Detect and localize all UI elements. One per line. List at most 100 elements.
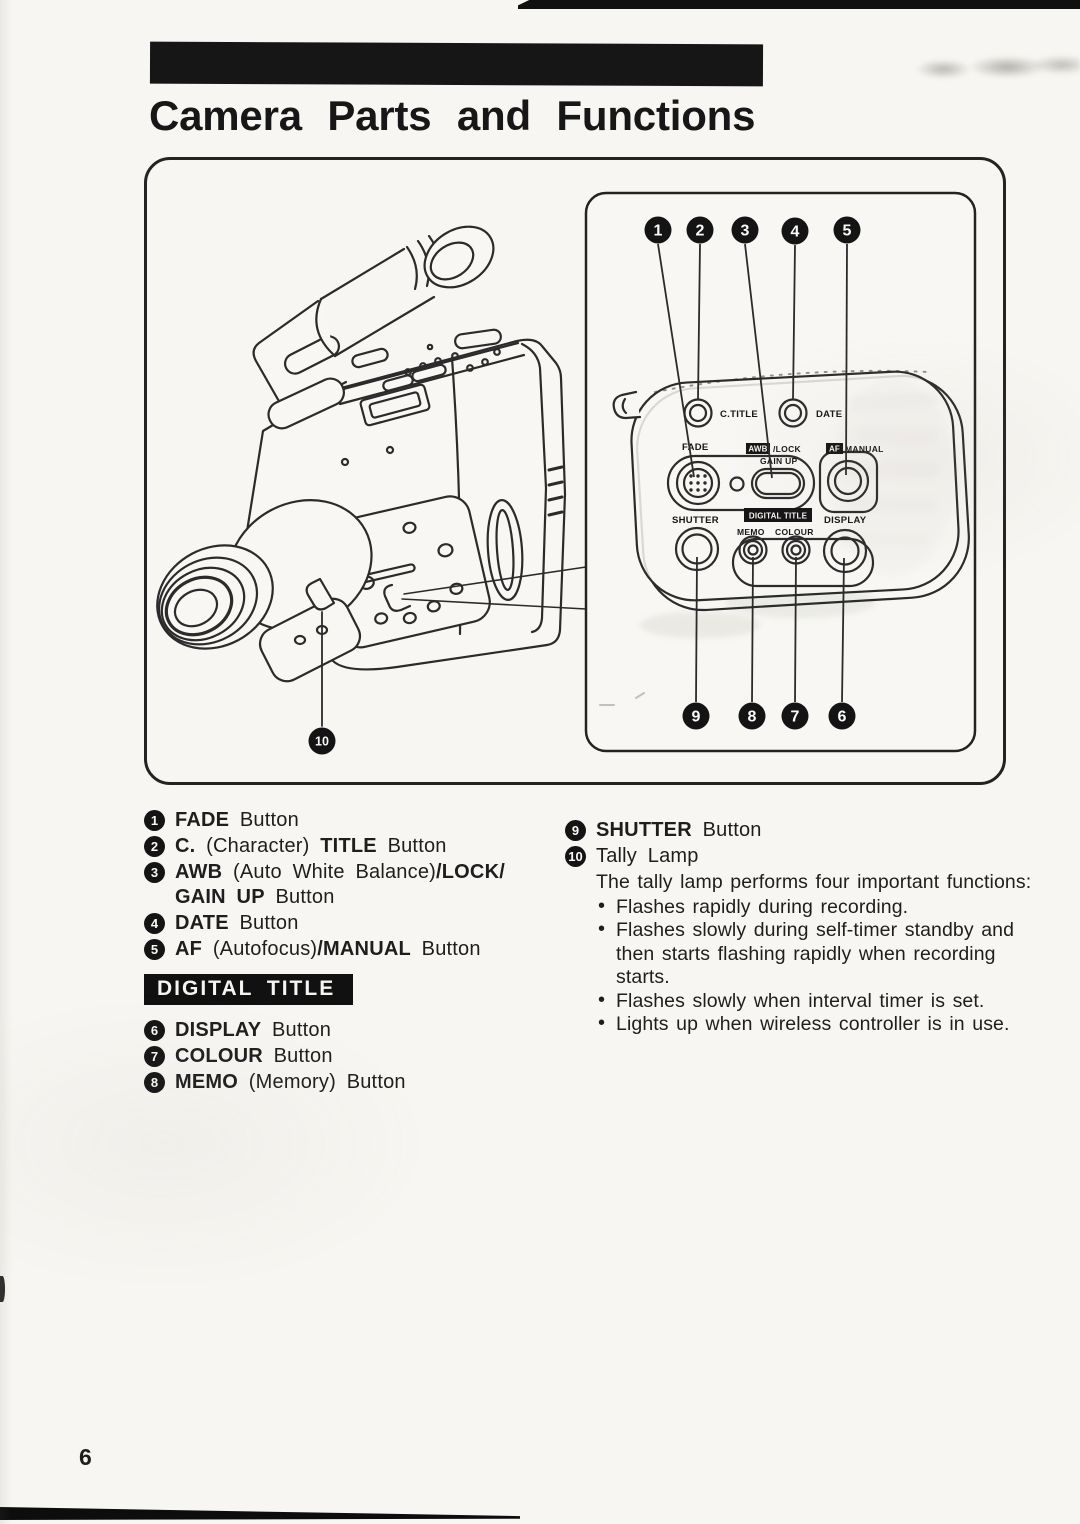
tally-bullet: Lights up when wireless controller is in…: [596, 1012, 1020, 1037]
camera-top-buttons: [351, 328, 502, 427]
legend-term: C.: [175, 835, 196, 857]
legend-term: /MANUAL: [317, 938, 411, 960]
figure-callout-10: 10: [308, 727, 336, 755]
callout-marker-1: 1: [144, 810, 165, 831]
legend-item-text: C. (Character) TITLE Button: [175, 834, 533, 859]
svg-text:7: 7: [791, 709, 800, 726]
legend-term: /LOCK/ GAIN UP: [175, 861, 505, 908]
page-title: Camera Parts and Functions: [149, 92, 756, 139]
svg-text:8: 8: [748, 709, 757, 726]
callout-marker-8: 8: [144, 1072, 165, 1093]
callout-lines: [657, 243, 848, 703]
tally-bullet: Flashes slowly during self-timer standby…: [596, 918, 1020, 990]
digital-title-section-badge: DIGITAL TITLE: [144, 974, 354, 1005]
legend-term: AF: [175, 938, 203, 960]
figure-callout-4: 4: [781, 217, 809, 245]
legend-term: DATE: [175, 912, 229, 934]
label-date: DATE: [816, 409, 842, 420]
tally-lamp-description: The tally lamp performs four important f…: [596, 871, 1032, 1037]
legend-item-text: SHUTTER Button: [596, 818, 1006, 843]
legend-term: MEMO: [175, 1071, 239, 1093]
legend-item-3: 3 AWB (Auto White Balance)/LOCK/ GAIN UP …: [144, 860, 544, 910]
legend-item-text: MEMO (Memory) Button: [175, 1070, 533, 1095]
callout-marker-2: 2: [144, 836, 165, 857]
viewfinder: [252, 225, 495, 430]
legend-term: COLOUR: [175, 1045, 263, 1067]
scan-edge-top: [518, 0, 1080, 9]
svg-text:9: 9: [692, 709, 701, 726]
legend-item-text: DISPLAY Button: [175, 1018, 533, 1043]
panel-button-af-manual: [818, 450, 879, 514]
svg-text:10: 10: [315, 735, 329, 749]
svg-text:5: 5: [843, 223, 852, 240]
awb-badge: [746, 443, 770, 454]
legend-item-2: 2 C. (Character) TITLE Button: [144, 834, 544, 859]
label-lock: /LOCK: [773, 444, 802, 454]
label-gain-up: GAIN UP: [760, 456, 798, 466]
callout-marker-7: 7: [144, 1046, 165, 1067]
label-af: AF: [829, 445, 840, 454]
legend-text: Button: [691, 819, 762, 841]
camera-illustration: [156, 225, 587, 727]
panel-button-display: [822, 528, 868, 574]
legend-text: (Auto White Balance): [222, 861, 436, 883]
legend-item-text: AF (Autofocus)/MANUAL Button: [175, 937, 533, 962]
legend-item-8: 8 MEMO (Memory) Button: [144, 1070, 544, 1095]
panel-labels: C.TITLE DATE FADE AWB /LOCK GAIN UP AF M…: [672, 409, 884, 537]
tally-bullet: Flashes rapidly during recording.: [596, 895, 1020, 920]
svg-text:6: 6: [838, 709, 847, 726]
legend-item-text: DATE Button: [175, 911, 533, 936]
legend-text: (Autofocus): [202, 938, 318, 960]
panel-led: [729, 476, 745, 492]
tally-lamp: [305, 577, 336, 611]
panel-button-fade: [675, 460, 721, 506]
figure-callout-3: 3: [731, 216, 759, 244]
legend-text: (Memory): [238, 1071, 336, 1093]
panel-button-awb-lock-gainup: [750, 467, 806, 500]
section-title-bar: [149, 41, 764, 87]
label-manual: MANUAL: [845, 444, 884, 454]
label-memo: MEMO: [737, 527, 765, 537]
legend-text: Button: [261, 1019, 332, 1041]
legend-text: Button: [228, 912, 299, 934]
legend-term: SHUTTER: [596, 819, 692, 841]
label-awb: AWB: [748, 445, 767, 454]
callout-marker-4: 4: [144, 913, 165, 934]
figure-callout-2: 2: [686, 216, 714, 244]
callout-marker-3: 3: [144, 862, 165, 883]
label-digital-title: DIGITAL TITLE: [749, 512, 808, 521]
legend-text: Button: [376, 835, 447, 857]
figure-callouts: 1 2 3 4 5 9 8 7 6: [644, 216, 861, 730]
label-shutter: SHUTTER: [672, 515, 719, 526]
legend-item-text: AWB (Auto White Balance)/LOCK/ GAIN UP B…: [175, 860, 533, 910]
legend-item-9: 9 SHUTTER Button: [565, 818, 1015, 843]
scan-edge-bottom: [0, 1507, 520, 1520]
panel-drawing: [599, 369, 970, 706]
svg-text:4: 4: [791, 224, 800, 241]
legend-text: Button: [335, 1071, 406, 1093]
tally-functions-list: Flashes rapidly during recording.Flashes…: [596, 895, 1020, 1037]
callout-marker-10: 10: [565, 846, 586, 867]
legend-item-4: 4 DATE Button: [144, 911, 544, 936]
tally-bullet: Flashes slowly when interval timer is se…: [596, 989, 1020, 1014]
figure-callout-9: 9: [682, 702, 710, 730]
legend-term: AWB: [175, 861, 223, 883]
figure-frame: [144, 157, 1006, 785]
figure-callout-6: 6: [828, 702, 856, 730]
camera-lens: [156, 499, 373, 683]
label-fade: FADE: [682, 442, 709, 453]
callout-marker-9: 9: [565, 820, 586, 841]
figure-callout-7: 7: [781, 702, 809, 730]
tally-intro: The tally lamp performs four important f…: [596, 871, 1032, 893]
digital-title-badge-panel: [744, 508, 812, 522]
